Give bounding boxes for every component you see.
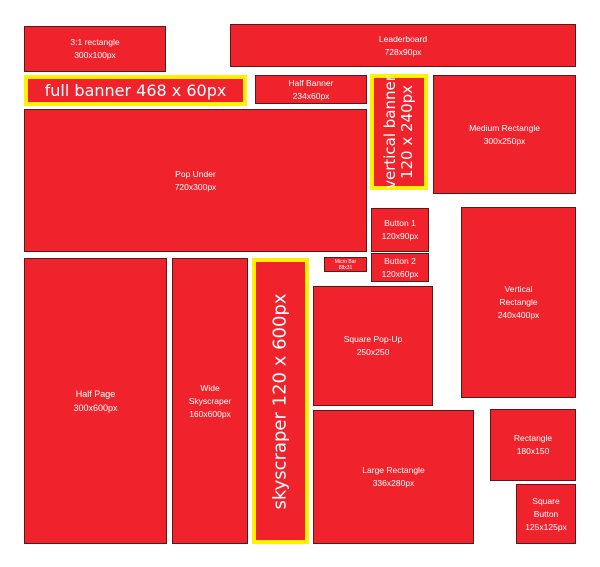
ad-rectangle: Rectangle 180x150	[490, 409, 576, 481]
highlight-label: vertical banner	[381, 75, 400, 189]
ad-name: Half Banner	[288, 77, 334, 88]
ad-name: 3:1 rectangle	[70, 37, 120, 47]
ad-name: Medium Rectangle	[469, 122, 540, 133]
ad-pop-under: Pop Under 720x300px	[24, 109, 367, 252]
highlight-size: 120 x 240px	[398, 84, 417, 180]
ad-size: 300x100px	[74, 50, 116, 60]
ad-size: 160x600px	[189, 408, 231, 419]
ad-square-button: Square Button 125x125px	[516, 484, 576, 544]
ad-size: 88x31	[338, 264, 353, 271]
ad-size: 300x600px	[73, 403, 118, 413]
ad-name: Wide	[200, 382, 220, 393]
ad-3-1-rectangle: 3:1 rectangle 300x100px	[24, 26, 166, 72]
highlight-vertical-banner: vertical banner 120 x 240px	[370, 74, 428, 190]
ad-name: Vertical	[504, 284, 533, 294]
ad-half-banner: Half Banner 234x60px	[255, 75, 367, 104]
ad-half-page: Half Page 300x600px	[24, 258, 167, 544]
ad-vertical-rectangle: Vertical Rectangle 240x400px	[461, 207, 576, 398]
ad-name: Button	[533, 508, 559, 519]
ad-name: Rectangle	[513, 433, 553, 443]
highlight-label: full banner 468 x 60px	[44, 81, 227, 100]
ad-name: Square	[532, 495, 560, 506]
ad-leaderboard: Leaderboard 728x90px	[230, 24, 576, 67]
highlight-label: skyscraper 120 x 600px	[270, 292, 291, 510]
ad-size: 250x250	[356, 347, 390, 357]
ad-size: 728x90px	[384, 46, 422, 57]
ad-name: Rectangle	[499, 297, 538, 307]
ad-size: 336x280px	[372, 478, 415, 488]
ad-wide-skyscraper: Wide Skyscraper 160x600px	[172, 258, 248, 544]
ad-size: 234x60px	[292, 90, 330, 101]
ad-large-rectangle: Large Rectangle 336x280px	[313, 410, 474, 544]
ad-name: Half Page	[75, 389, 116, 399]
ad-size: 300x250px	[483, 135, 526, 146]
ad-size: 240x400px	[497, 310, 540, 320]
ad-button-1: Button 1 120x90px	[371, 208, 429, 252]
ad-name: Pop Under	[175, 168, 216, 179]
ad-medium-rectangle: Medium Rectangle 300x250px	[433, 75, 576, 194]
ad-size: 720x300px	[174, 181, 217, 192]
highlight-full-banner: full banner 468 x 60px	[24, 75, 247, 106]
ad-name: Button 2	[384, 255, 416, 266]
ad-micro-bar: Micro Bar 88x31	[324, 257, 367, 272]
ad-size: 180x150	[516, 446, 550, 456]
ad-name: Skyscraper	[188, 395, 232, 406]
ad-name: Micro Bar	[334, 258, 357, 265]
ad-size: 125x125px	[525, 521, 567, 532]
ad-name: Leaderboard	[378, 33, 428, 44]
ad-size: 120x90px	[381, 231, 419, 241]
ad-size: 120x60px	[381, 268, 419, 279]
ad-name: Large Rectangle	[362, 465, 425, 475]
ad-button-2: Button 2 120x60px	[371, 253, 429, 282]
ad-name: Square Pop-Up	[343, 334, 403, 344]
ad-name: Button 1	[384, 218, 416, 228]
ad-square-popup: Square Pop-Up 250x250	[313, 286, 433, 406]
highlight-skyscraper: skyscraper 120 x 600px	[252, 258, 309, 544]
